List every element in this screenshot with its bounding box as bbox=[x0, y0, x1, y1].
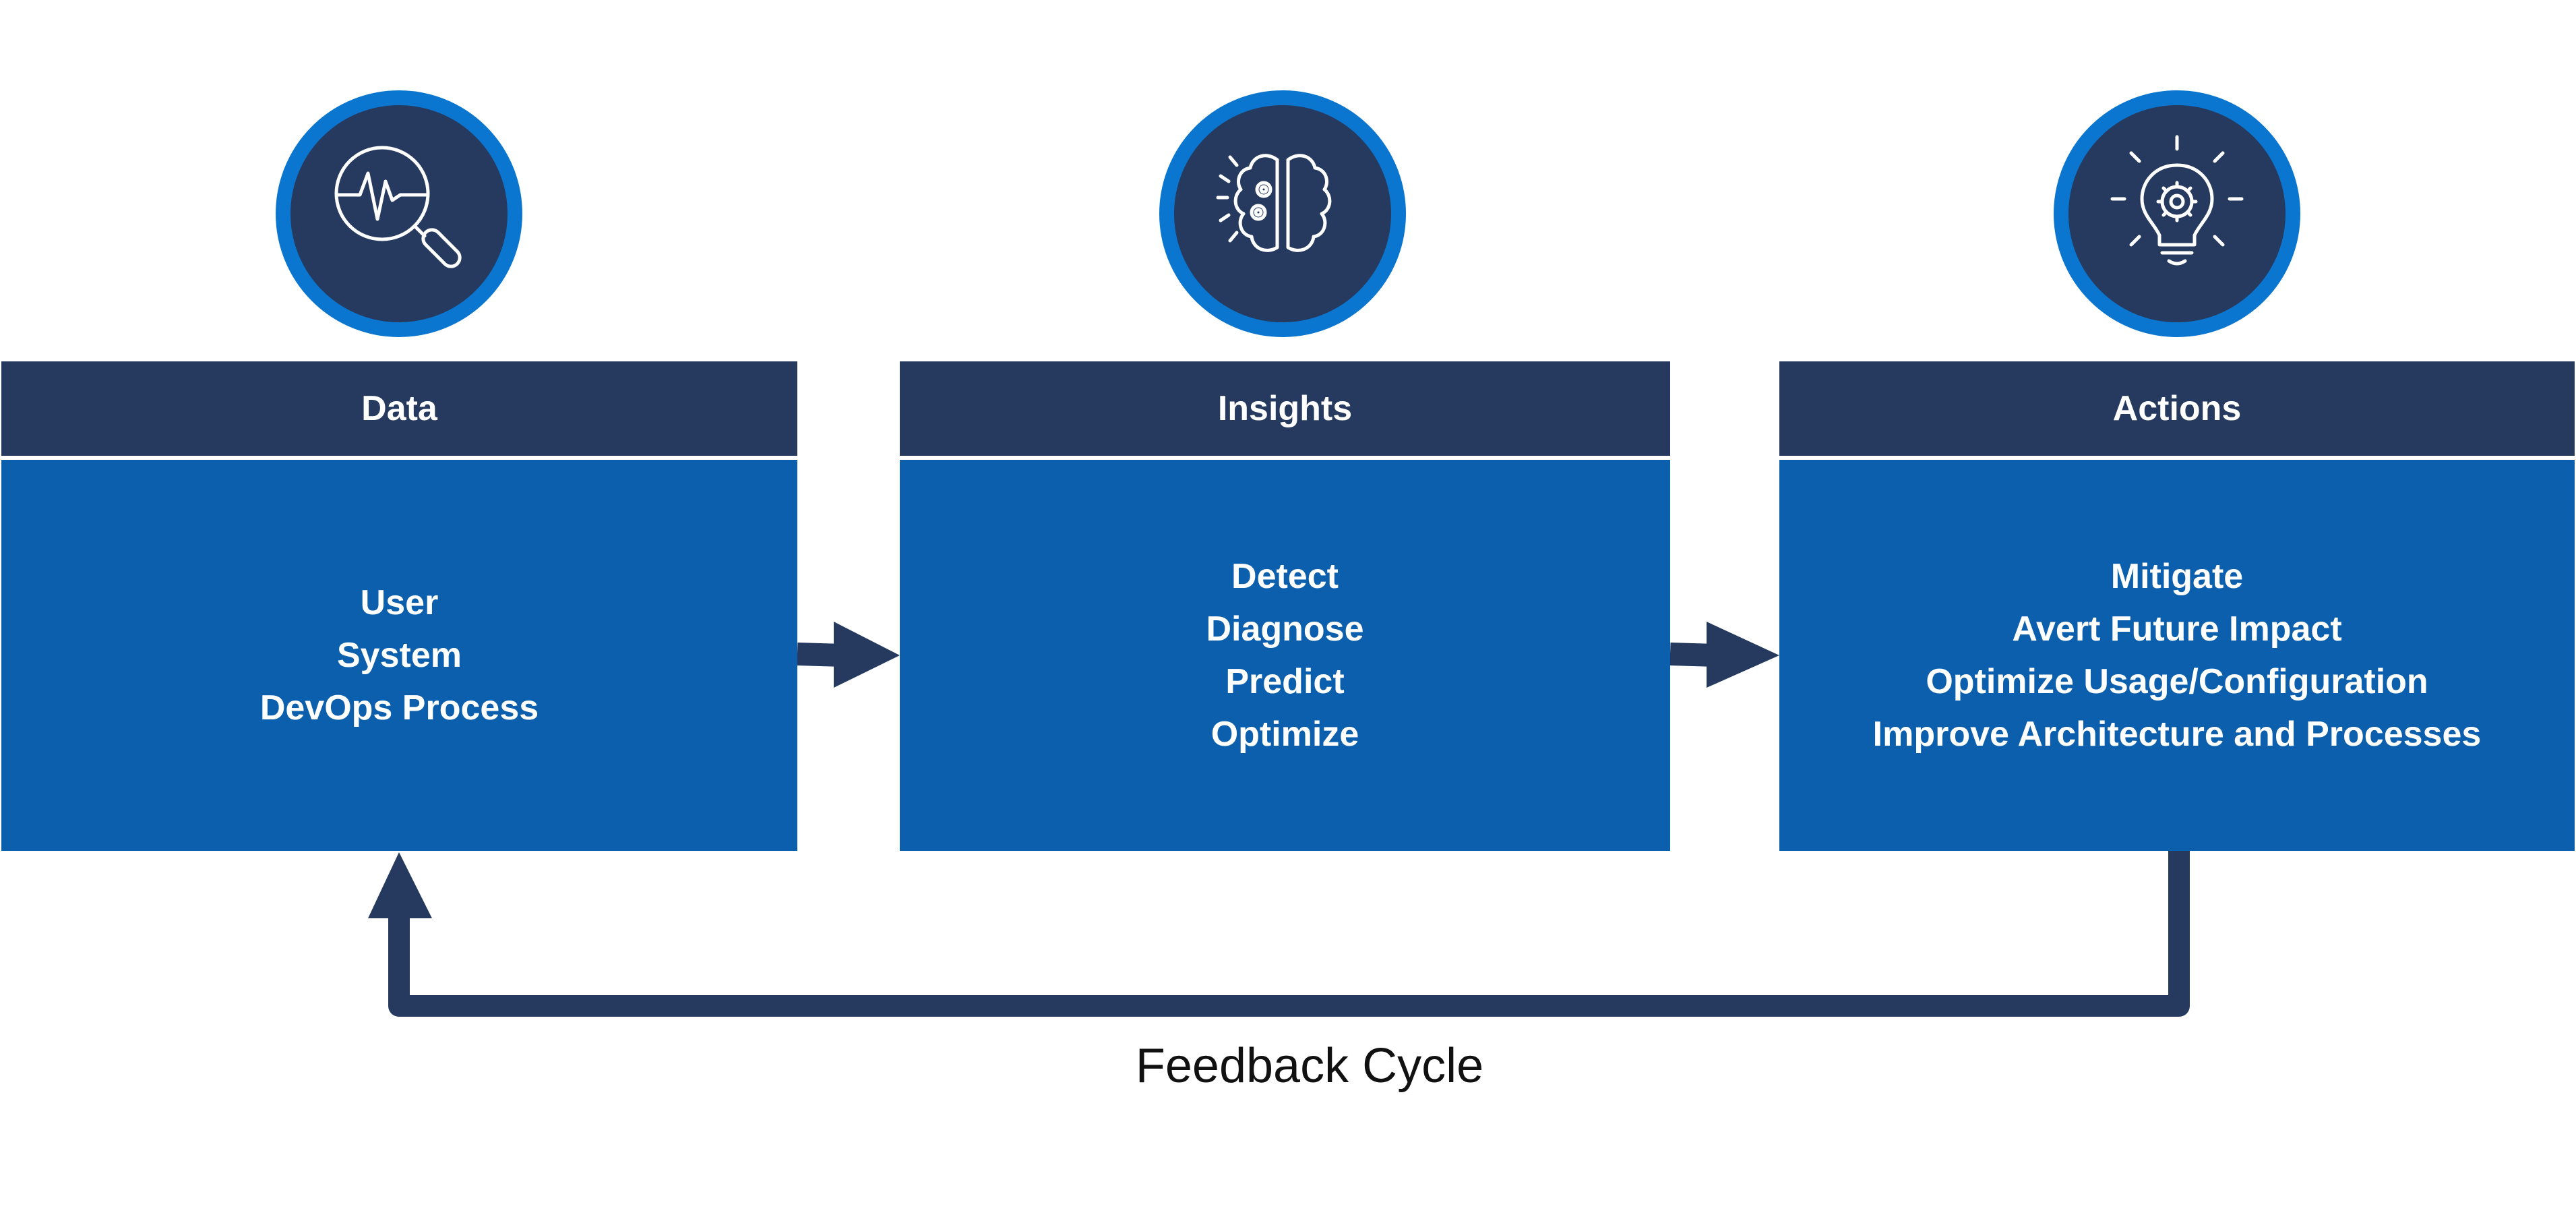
lightbulb-gear-icon bbox=[2110, 135, 2244, 266]
data-panel: User System DevOps Process bbox=[1, 460, 797, 851]
actions-header: Actions bbox=[1779, 361, 2575, 456]
data-header: Data bbox=[1, 361, 797, 456]
actions-icon-badge bbox=[2054, 90, 2300, 337]
insights-title: Insights bbox=[1217, 389, 1353, 428]
insights-item-optimize: Optimize bbox=[1210, 715, 1359, 754]
actions-item-optimize-usage: Optimize Usage/Configuration bbox=[1926, 662, 2428, 701]
insights-item-detect: Detect bbox=[1231, 557, 1339, 596]
data-item-system: System bbox=[337, 636, 462, 675]
insights-header: Insights bbox=[900, 361, 1670, 456]
feedback-loop-arrow bbox=[368, 840, 2190, 1017]
magnifier-pulse-icon bbox=[334, 146, 462, 268]
actions-panel: Mitigate Avert Future Impact Optimize Us… bbox=[1779, 460, 2575, 851]
arrow-insights-to-actions bbox=[1669, 622, 1779, 688]
data-item-user: User bbox=[360, 583, 439, 622]
data-title: Data bbox=[361, 389, 437, 428]
insights-icon-badge bbox=[1159, 90, 1406, 337]
actions-title: Actions bbox=[2112, 389, 2242, 428]
insights-item-predict: Predict bbox=[1225, 662, 1345, 701]
insights-item-diagnose: Diagnose bbox=[1206, 610, 1364, 649]
insights-panel: Detect Diagnose Predict Optimize bbox=[900, 460, 1670, 851]
actions-item-mitigate: Mitigate bbox=[2110, 557, 2244, 596]
arrow-data-to-insights bbox=[797, 622, 900, 688]
data-item-devops-process: DevOps Process bbox=[259, 688, 539, 727]
feedback-cycle-caption: Feedback Cycle bbox=[1135, 1039, 1484, 1093]
brain-gears-icon bbox=[1216, 154, 1332, 252]
data-icon-badge bbox=[276, 90, 522, 337]
actions-item-avert-future-impact: Avert Future Impact bbox=[2012, 610, 2342, 649]
actions-item-improve-architecture: Improve Architecture and Processes bbox=[1872, 715, 2482, 754]
